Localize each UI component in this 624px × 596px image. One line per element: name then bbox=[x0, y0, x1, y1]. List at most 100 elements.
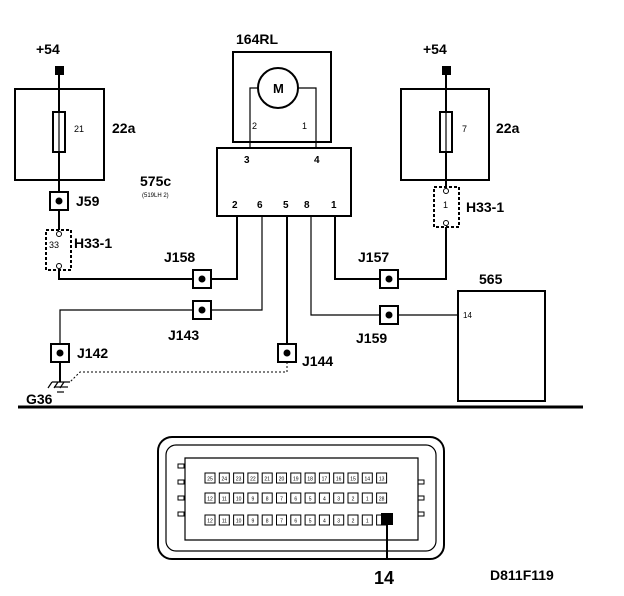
obd-pin-label: 7 bbox=[280, 497, 283, 503]
obd-pin-label: 1 bbox=[366, 497, 369, 503]
fuse-right-label: 22a bbox=[496, 120, 520, 136]
module-sub-label: (519LH 2) bbox=[142, 193, 169, 199]
obd-pointer-label: 14 bbox=[374, 568, 394, 588]
module-pin-8: 8 bbox=[304, 200, 310, 211]
ecu-565-box bbox=[457, 290, 546, 402]
obd-pin-label: 19 bbox=[293, 477, 299, 483]
obd-pin bbox=[333, 514, 345, 526]
motor-pin-a: 2 bbox=[252, 121, 257, 131]
obd-pin-label: 12 bbox=[207, 497, 213, 503]
obd-pin bbox=[247, 472, 259, 484]
obd-pin-label: 28 bbox=[379, 497, 385, 503]
obd-pin bbox=[376, 492, 388, 504]
obd-pin-label: 3 bbox=[337, 519, 340, 525]
obd-pin-label: 4 bbox=[323, 519, 326, 525]
connector-h33-right-label: H33-1 bbox=[466, 199, 504, 215]
obd-pin bbox=[204, 472, 216, 484]
connector-j157-label: J157 bbox=[358, 249, 389, 265]
connector-j158-label: J158 bbox=[164, 249, 195, 265]
module-pin-1: 1 bbox=[331, 200, 337, 211]
obd-pin bbox=[218, 492, 230, 504]
obd-pin bbox=[261, 472, 273, 484]
obd-pin-label: 5 bbox=[309, 497, 312, 503]
supply-left-label: +54 bbox=[36, 41, 60, 57]
obd-pin-label: 2 bbox=[352, 519, 355, 525]
connector-h33-left-label: H33-1 bbox=[74, 235, 112, 251]
obd-pin-label: 17 bbox=[322, 477, 328, 483]
obd-pin bbox=[261, 514, 273, 526]
obd-pin-label: 2 bbox=[352, 497, 355, 503]
supply-right-label: +54 bbox=[423, 41, 447, 57]
fuse-right-number: 7 bbox=[462, 124, 467, 134]
obd-pin-label: 1 bbox=[366, 519, 369, 525]
fuse-left-number: 21 bbox=[74, 124, 84, 134]
motor-pin-b: 1 bbox=[302, 121, 307, 131]
motor-label: 164RL bbox=[236, 31, 278, 47]
connector-j144-label: J144 bbox=[302, 353, 333, 369]
obd-pin-label: 6 bbox=[294, 497, 297, 503]
supply-right-terminal bbox=[442, 66, 451, 75]
obd-pin-label: 5 bbox=[309, 519, 312, 525]
obd-pin bbox=[218, 472, 230, 484]
supply-left-terminal bbox=[55, 66, 64, 75]
obd-pin bbox=[347, 492, 359, 504]
obd-pin-label: 9 bbox=[252, 519, 255, 525]
obd-pin bbox=[290, 514, 302, 526]
module-pin-5: 5 bbox=[283, 200, 289, 211]
obd-pin-label: 9 bbox=[252, 497, 255, 503]
obd-pin bbox=[233, 472, 245, 484]
obd-pin-label: 10 bbox=[236, 497, 242, 503]
obd-pin bbox=[204, 514, 216, 526]
module-pin-4: 4 bbox=[314, 155, 320, 166]
obd-pin-label: 11 bbox=[222, 519, 227, 525]
obd-pin bbox=[361, 514, 373, 526]
obd-pin-label: 16 bbox=[336, 477, 342, 483]
module-pin-3: 3 bbox=[244, 155, 250, 166]
obd-pin bbox=[347, 472, 359, 484]
obd-pin bbox=[361, 472, 373, 484]
obd-pin-label: 8 bbox=[266, 497, 269, 503]
ecu-label: 565 bbox=[479, 271, 503, 287]
obd-pin-label: 20 bbox=[279, 477, 285, 483]
obd-pin bbox=[276, 472, 287, 484]
obd-pin bbox=[333, 472, 345, 484]
figure-code: D811F119 bbox=[490, 567, 554, 583]
obd-pin bbox=[304, 514, 316, 526]
obd-pin-label: 23 bbox=[236, 477, 242, 483]
module-575c-box bbox=[216, 147, 352, 217]
obd-pin bbox=[304, 472, 316, 484]
obd-pin-label: 10 bbox=[236, 519, 242, 525]
obd-pin bbox=[233, 492, 245, 504]
ecu-pin: 14 bbox=[463, 311, 472, 320]
obd-pin-14-highlight bbox=[381, 513, 393, 525]
obd-pin bbox=[318, 492, 330, 504]
obd-pin-label: 24 bbox=[222, 477, 228, 483]
obd-pin bbox=[318, 472, 330, 484]
obd-pin-label: 8 bbox=[266, 519, 269, 525]
obd-pin-label: 3 bbox=[337, 497, 340, 503]
obd-pin-label: 14 bbox=[365, 477, 371, 483]
obd-pin bbox=[204, 492, 216, 504]
obd-pin bbox=[304, 492, 316, 504]
connector-j142-label: J142 bbox=[77, 345, 108, 361]
obd-pin-label: 12 bbox=[207, 519, 213, 525]
obd-pin bbox=[261, 492, 273, 504]
obd-pin bbox=[347, 514, 359, 526]
obd-pin bbox=[233, 514, 245, 526]
fuse-left-label: 22a bbox=[112, 120, 136, 136]
connector-j59-label: J59 bbox=[76, 193, 100, 209]
obd-pin bbox=[318, 514, 330, 526]
obd-pin-label: 6 bbox=[294, 519, 297, 525]
obd-pin-label: 18 bbox=[307, 477, 313, 483]
connector-h33-right-pin: 1 bbox=[443, 200, 448, 210]
obd-pin-label: 15 bbox=[350, 477, 356, 483]
obd-pin bbox=[276, 492, 287, 504]
obd-pin bbox=[290, 472, 302, 484]
connector-j143-label: J143 bbox=[168, 327, 199, 343]
obd-pin-label: 21 bbox=[264, 477, 270, 483]
obd-pin bbox=[218, 514, 230, 526]
obd-pin-label: 11 bbox=[222, 497, 227, 503]
obd-pin bbox=[247, 492, 259, 504]
